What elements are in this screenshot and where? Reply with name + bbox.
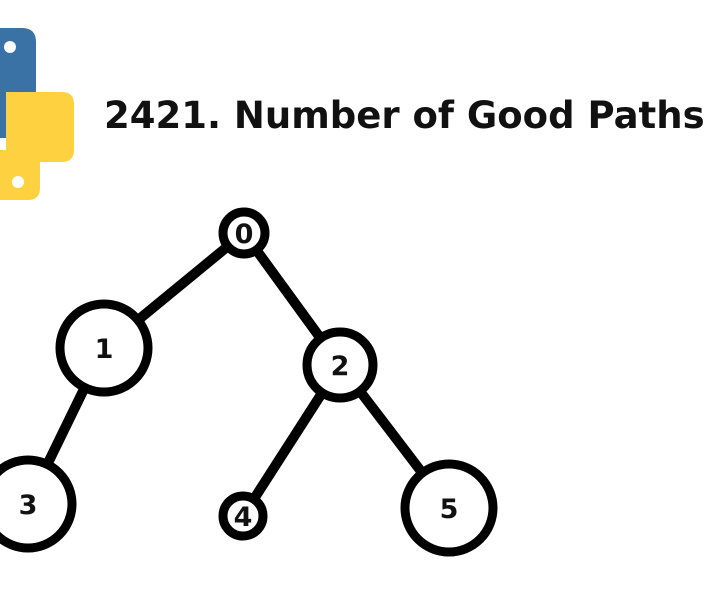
node-0-label: 0 [235,219,254,250]
node-5-label: 5 [440,494,459,525]
node-2-label: 2 [331,351,350,382]
page: 2421. Number of Good Paths 0 1 2 3 4 [0,28,705,557]
node-5: 5 [400,459,498,557]
node-0-circle [218,207,270,259]
node-3: 3 [0,455,77,553]
node-1-circle [55,299,153,397]
node-4: 4 [218,491,268,541]
node-4-circle [218,491,268,541]
node-0: 0 [218,207,270,259]
node-1-label: 1 [95,334,114,365]
tree-graph: 0 1 2 3 4 5 [0,207,498,557]
node-4-label: 4 [234,502,253,533]
page-title: 2421. Number of Good Paths [104,94,705,137]
node-5-circle [400,459,498,557]
node-1: 1 [55,299,153,397]
node-2-circle [302,327,378,403]
node-2: 2 [302,327,378,403]
node-3-label: 3 [19,490,38,521]
python-logo-icon [0,28,74,200]
node-3-circle [0,455,77,553]
